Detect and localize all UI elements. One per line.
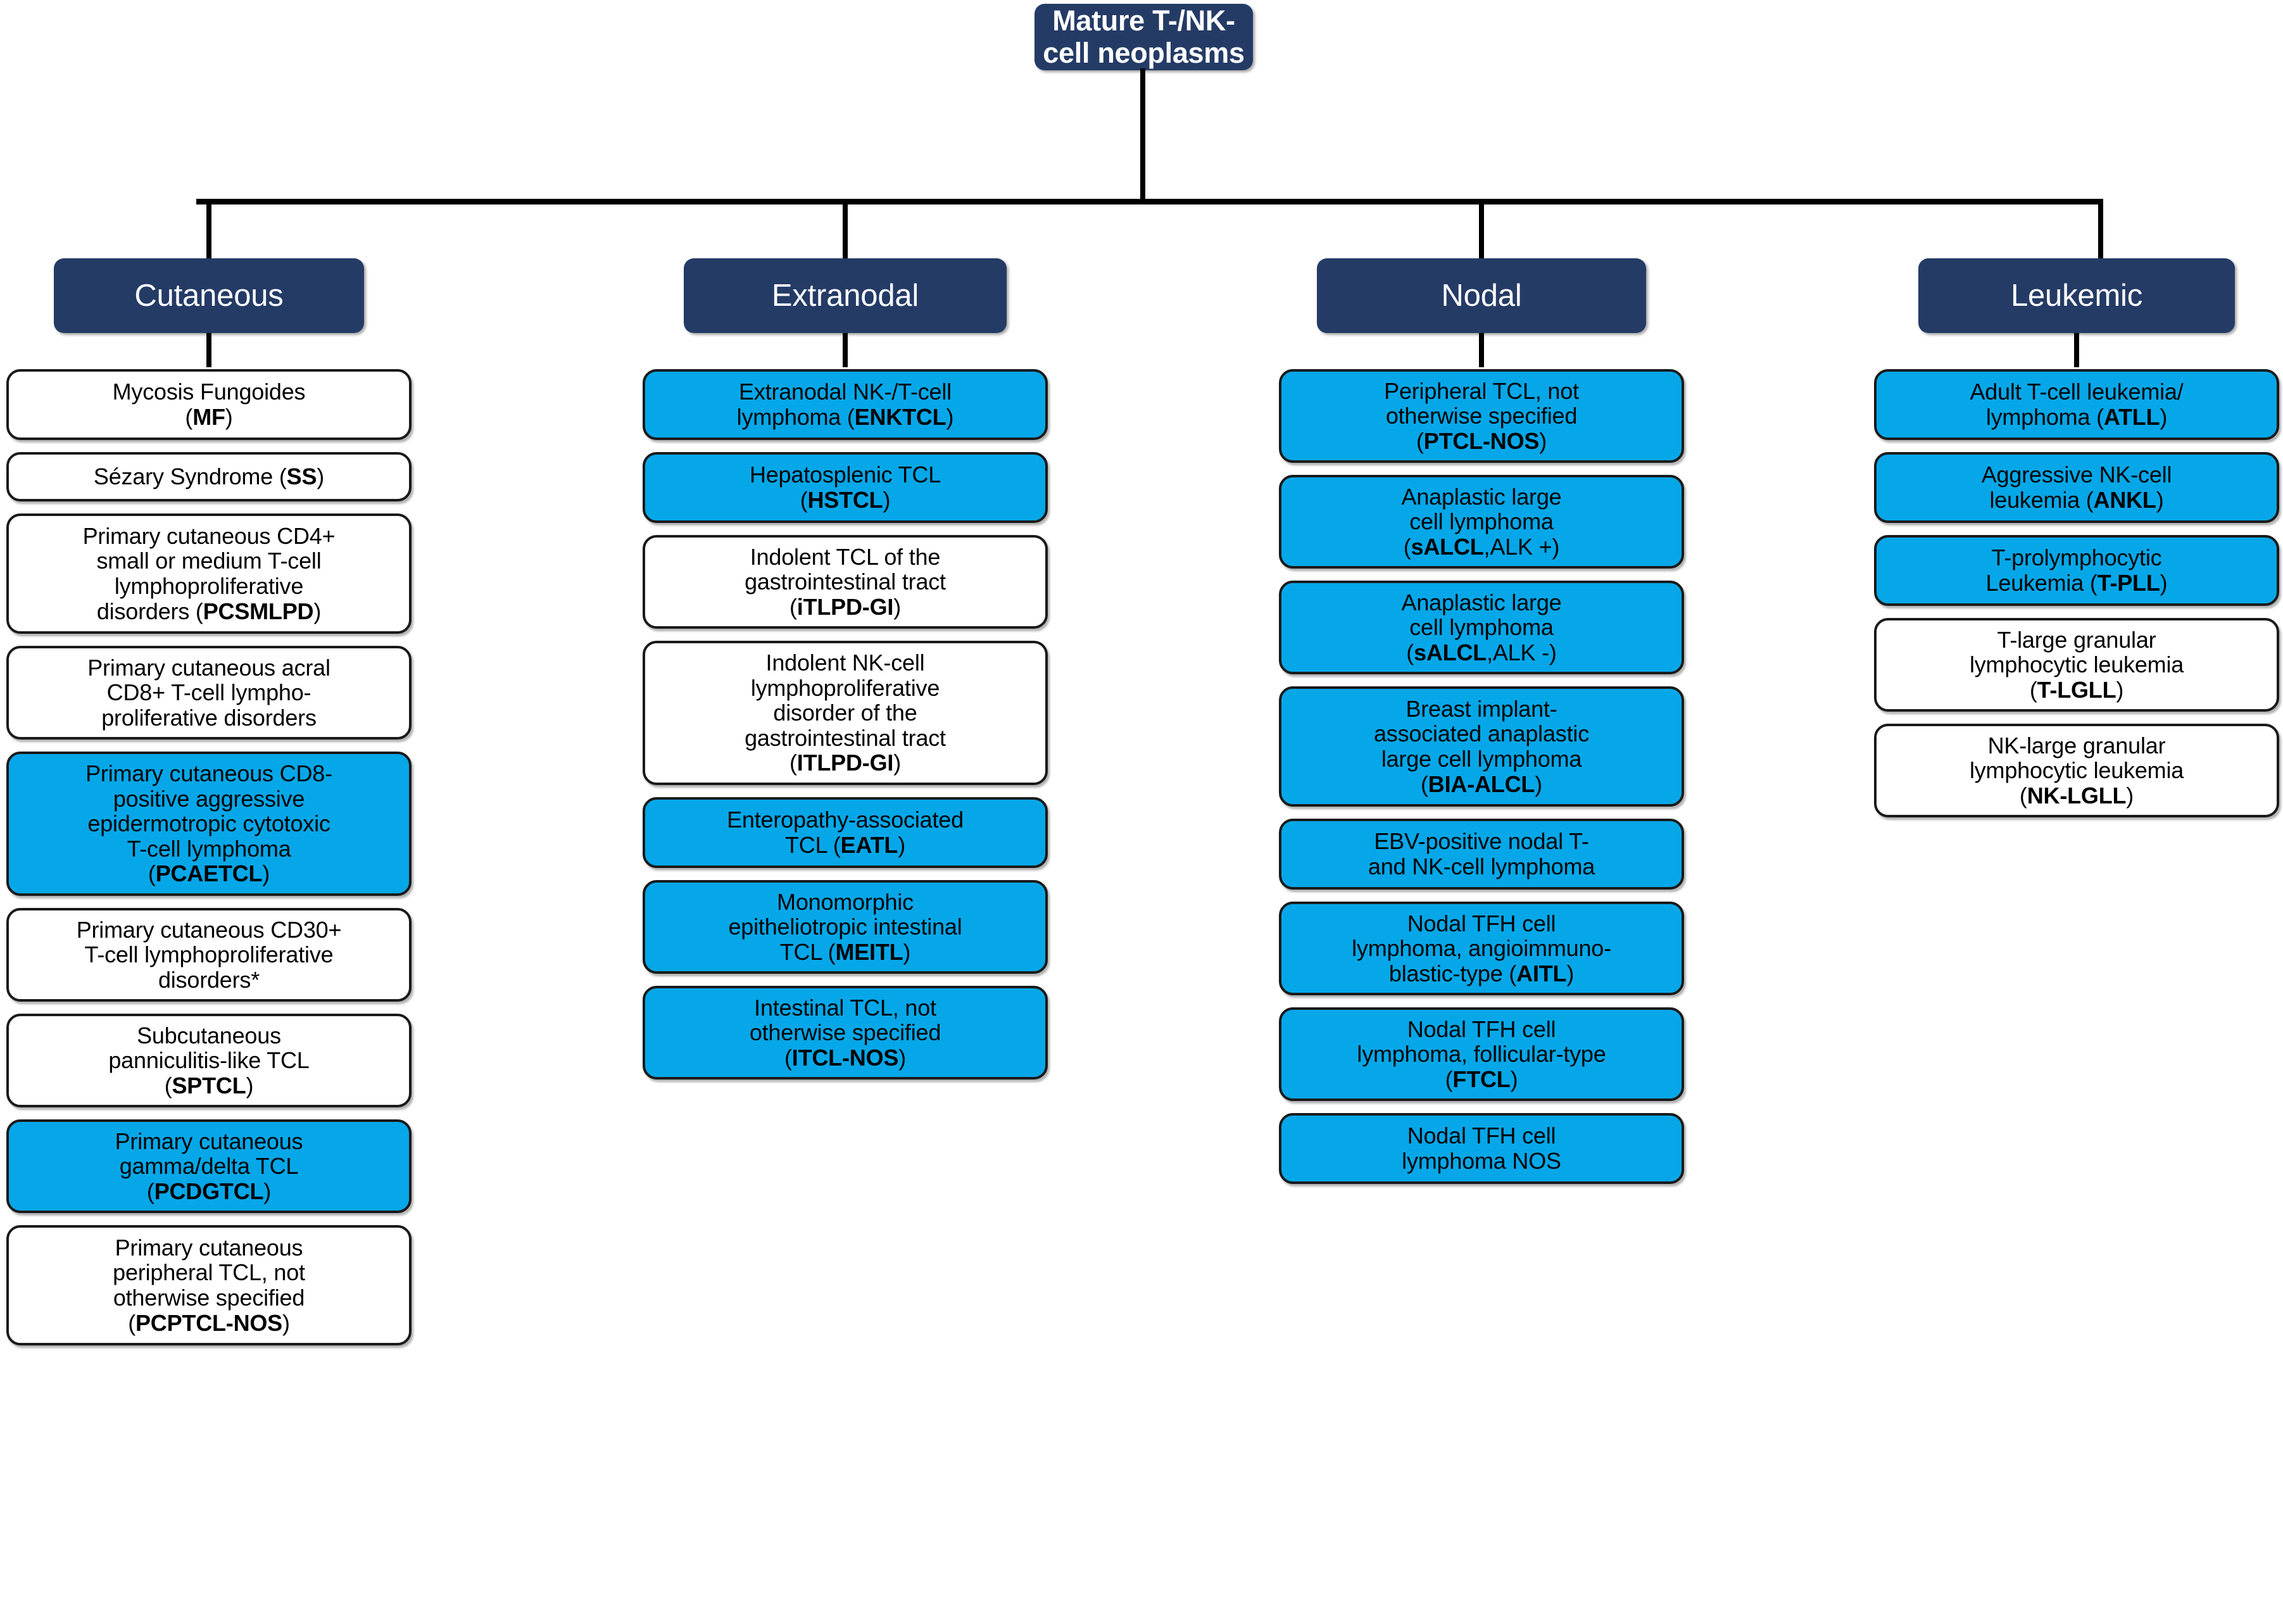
connector-trunk-vertical <box>1140 68 1145 203</box>
node-label: Primary cutaneous CD30+T-cell lymphoprol… <box>76 916 342 993</box>
column-header-extranodal[interactable]: Extranodal <box>684 258 1007 333</box>
column-header-label: Extranodal <box>771 278 919 313</box>
connector-header-to-first-node <box>2074 333 2079 367</box>
column-header-cutaneous[interactable]: Cutaneous <box>54 258 364 333</box>
node-extranodal-1[interactable]: Hepatosplenic TCL(HSTCL) <box>643 452 1048 523</box>
node-cutaneous-0[interactable]: Mycosis Fungoides(MF) <box>6 369 412 440</box>
connector-drop-leukemic <box>2098 201 2103 260</box>
connector-horizontal-bus <box>196 199 2103 205</box>
node-label: Adult T-cell leukemia/lymphoma (ATLL) <box>1970 379 2184 430</box>
connector-drop-cutaneous <box>206 201 211 260</box>
connector-drop-nodal <box>1479 201 1484 260</box>
node-cutaneous-4[interactable]: Primary cutaneous CD8-positive aggressiv… <box>6 752 412 896</box>
node-label: EBV-positive nodal T-and NK-cell lymphom… <box>1368 828 1595 879</box>
node-list-cutaneous: Mycosis Fungoides(MF) Sézary Syndrome (SS… <box>6 369 412 1357</box>
node-list-leukemic: Adult T-cell leukemia/lymphoma (ATLL) Agg… <box>1874 369 2279 829</box>
column-leukemic: Leukemic Adult T-cell leukemia/lymphoma … <box>1874 258 2279 817</box>
root-node-label: Mature T-/NK- cell neoplasms <box>1043 4 1245 69</box>
connector-drop-extranodal <box>843 201 848 260</box>
node-leukemic-0[interactable]: Adult T-cell leukemia/lymphoma (ATLL) <box>1874 369 2279 440</box>
node-label: Primary cutaneous CD4+small or medium T-… <box>82 522 336 624</box>
connector-header-to-first-node <box>206 333 211 367</box>
node-label: Sézary Syndrome (SS) <box>93 463 325 490</box>
node-cutaneous-5[interactable]: Primary cutaneous CD30+T-cell lymphoprol… <box>6 908 412 1002</box>
column-header-label: Leukemic <box>2010 278 2143 313</box>
root-node-mature-t-nk-cell-neoplasms[interactable]: Mature T-/NK- cell neoplasms <box>1035 4 1253 70</box>
column-header-leukemic[interactable]: Leukemic <box>1918 258 2235 333</box>
node-label: Mycosis Fungoides(MF) <box>112 379 306 430</box>
column-header-nodal[interactable]: Nodal <box>1317 258 1646 333</box>
column-header-label: Nodal <box>1441 278 1522 313</box>
node-cutaneous-1[interactable]: Sézary Syndrome (SS) <box>6 452 412 501</box>
node-nodal-4[interactable]: EBV-positive nodal T-and NK-cell lymphom… <box>1279 819 1684 890</box>
column-header-label: Cutaneous <box>134 278 284 313</box>
connector-header-to-first-node <box>1479 333 1484 367</box>
node-cutaneous-2[interactable]: Primary cutaneous CD4+small or medium T-… <box>6 513 412 634</box>
column-cutaneous: Cutaneous Mycosis Fungoides(MF) Sézary Sy… <box>6 258 412 1345</box>
node-label: Primary cutaneous CD8-positive aggressiv… <box>85 760 332 887</box>
connector-header-to-first-node <box>843 333 848 367</box>
node-label: Hepatosplenic TCL(HSTCL) <box>749 462 941 513</box>
